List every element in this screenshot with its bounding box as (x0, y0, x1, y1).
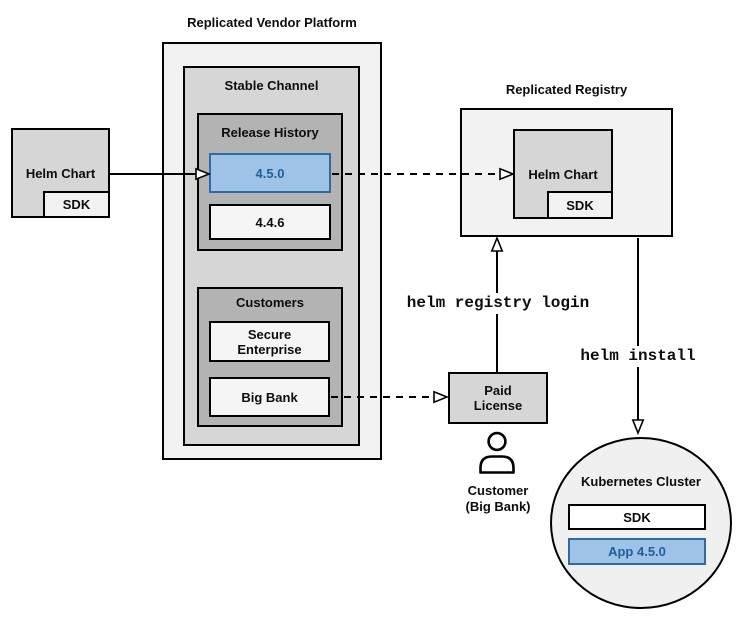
customer-caption: Customer(Big Bank) (465, 483, 531, 514)
customer-secure-enterprise-label: Secure Enterprise (237, 326, 302, 357)
helm-registry-login-label: helm registry login (402, 293, 594, 314)
helm-install-label: helm install (577, 346, 699, 367)
stable-channel-title: Stable Channel (224, 78, 319, 93)
customer-big-bank: Big Bank (209, 377, 330, 417)
release-4-5-0: 4.5.0 (209, 153, 331, 193)
registry-title: Replicated Registry (505, 82, 628, 97)
cluster-app-box: App 4.5.0 (568, 538, 706, 565)
vendor-platform-title: Replicated Vendor Platform (187, 15, 357, 30)
kubernetes-cluster-title: Kubernetes Cluster (581, 474, 701, 489)
release-4-4-6: 4.4.6 (209, 204, 331, 240)
customer-secure-enterprise: Secure Enterprise (209, 321, 330, 362)
customers-title: Customers (236, 295, 304, 310)
arrow-registry-to-cluster (631, 238, 645, 436)
release-history-title: Release History (221, 125, 319, 140)
source-sdk-box: SDK (43, 191, 110, 218)
person-icon (479, 431, 515, 474)
cluster-sdk-box: SDK (568, 504, 706, 530)
registry-sdk-box: SDK (547, 191, 613, 219)
